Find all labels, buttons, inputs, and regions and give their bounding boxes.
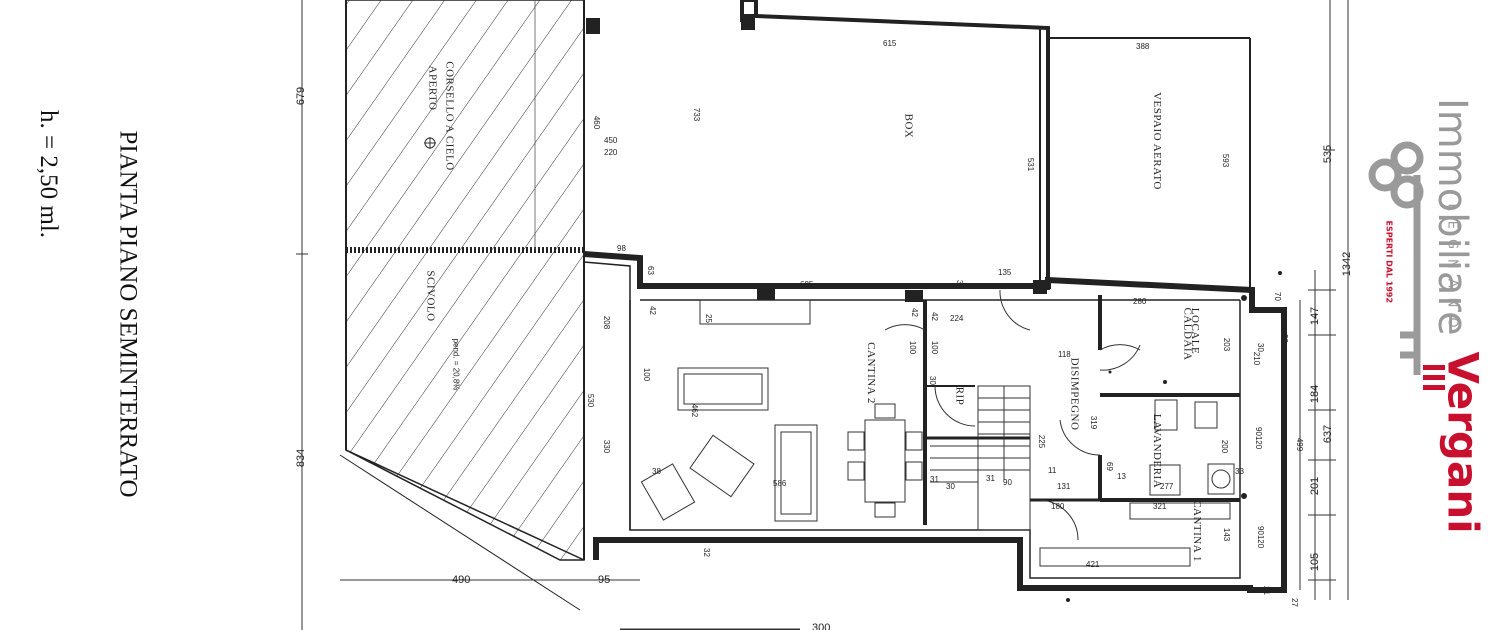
outer-dim-184: 184 [1309,384,1322,404]
dim-21: 21 [1261,586,1271,595]
outer-dim-637: 637 [1322,424,1335,444]
box-walls [740,0,1050,290]
dim-32: 32 [701,548,711,557]
dim-100c: 100 [642,367,652,382]
dim-530: 530 [586,393,596,408]
dim-200: 200 [1220,439,1230,454]
outer-dim-300: 300 [812,622,831,630]
dim-220: 220 [604,148,618,157]
dim-31b: 31 [986,474,995,483]
dim-321: 321 [1153,502,1167,511]
dim-90c: 90 [1255,526,1265,535]
outer-dim-105: 105 [1309,552,1322,572]
label-disimpegno: DISIMPEGNO [1068,357,1081,431]
dim-118: 118 [1058,350,1071,359]
dim-42b: 42 [909,308,919,317]
label-vespaio: VESPAIO AERATO [1150,92,1163,190]
label-box: BOX [902,113,915,139]
dim-25: 25 [703,314,713,323]
furniture [640,299,923,522]
dim-531: 531 [1026,157,1036,172]
dim-586: 586 [773,479,787,488]
outer-dim-499: 499 [1295,437,1305,452]
label-lavanderia: LAVANDERIA [1151,413,1164,489]
dim-90a: 90 [1253,427,1263,436]
dim-100b: 100 [930,340,940,355]
outer-dim-490: 490 [452,574,471,586]
outer-dim-95: 95 [598,574,611,586]
dim-120a: 120 [1254,435,1264,450]
logo-vergani: Vergani [1438,351,1488,534]
key-icon [1368,141,1445,390]
dim-13: 13 [1117,472,1126,481]
label-cantina-1: CANTINA 1 [1190,500,1203,562]
dim-63: 63 [645,266,655,275]
label-rip: RIP [953,386,966,406]
outer-dim-535: 535 [1322,144,1335,164]
dim-685: 685 [800,280,814,289]
dim-135: 135 [998,268,1012,277]
dim-208: 208 [602,315,612,330]
dim-11: 11 [1048,466,1057,475]
dim-42a: 42 [647,306,657,315]
outer-dim-147: 147 [1309,306,1322,326]
hatched-ramp-area [345,0,585,561]
dim-100a: 100 [908,340,918,355]
dim-225: 225 [1037,434,1047,449]
dim-27: 27 [1289,598,1299,607]
dim-203: 203 [1222,337,1232,352]
label-corsello-1: CORSELLO A CIELO [443,61,456,171]
label-corsello-2: APERTO [426,65,439,111]
staircase [930,385,1031,531]
dim-462: 462 [690,403,700,418]
dim-98: 98 [617,244,626,253]
dim-460: 460 [592,115,602,130]
dim-421: 421 [1086,560,1100,569]
dim-69: 69 [1104,462,1114,471]
laundry-fixtures [1039,399,1235,567]
plan-title: PIANTA PIANO SEMINTERRATO [114,130,142,498]
label-scivolo-pend: pend. = 20,8% [451,338,461,391]
dim-733: 733 [692,107,702,122]
outer-walls [583,251,1287,593]
dim-319: 319 [1089,415,1099,430]
dim-280: 280 [1133,297,1147,306]
dim-593: 593 [1221,153,1231,168]
dim-30b: 30 [927,376,937,385]
logo-legnano: LEGNANO [1444,203,1460,338]
dim-131: 131 [1057,482,1071,491]
dim-30d: 30 [946,482,955,491]
dim-330: 330 [602,439,612,454]
dim-90b: 90 [1003,478,1012,487]
dim-31a: 31 [930,475,939,484]
height-label: h. = 2,50 ml. [35,110,62,238]
logo-esperti: ESPERTI DAL 1992 [1384,220,1394,304]
label-caldaia: CALDAIA [1181,307,1194,361]
dim-277: 277 [1160,482,1174,491]
outer-dim-679: 679 [295,86,308,106]
dim-70: 70 [1272,292,1282,301]
outer-dim-834: 834 [295,448,308,468]
label-cantina-2: CANTINA 2 [864,342,877,404]
outer-dim-201: 201 [1309,476,1322,496]
brand-logo: Immobiliare Vergani LEGNANO ESPERTI DAL … [1335,80,1495,534]
dim-120b: 120 [1256,534,1266,549]
dim-224: 224 [950,314,964,323]
dim-180: 180 [1051,502,1065,511]
dim-450: 450 [604,136,618,145]
label-scivolo: SCIVOLO [424,270,437,322]
dim-388: 388 [1136,42,1150,51]
dim-38: 38 [652,467,661,476]
dim-143: 143 [1222,527,1232,542]
dim-615: 615 [883,39,897,48]
dim-42c: 42 [929,312,939,321]
dim-30a: 30 [954,280,964,289]
dim-30c: 30 [1255,343,1265,352]
dim-210: 210 [1252,351,1262,366]
dim-33: 33 [1235,467,1244,476]
dim-20: 20 [1279,334,1289,343]
